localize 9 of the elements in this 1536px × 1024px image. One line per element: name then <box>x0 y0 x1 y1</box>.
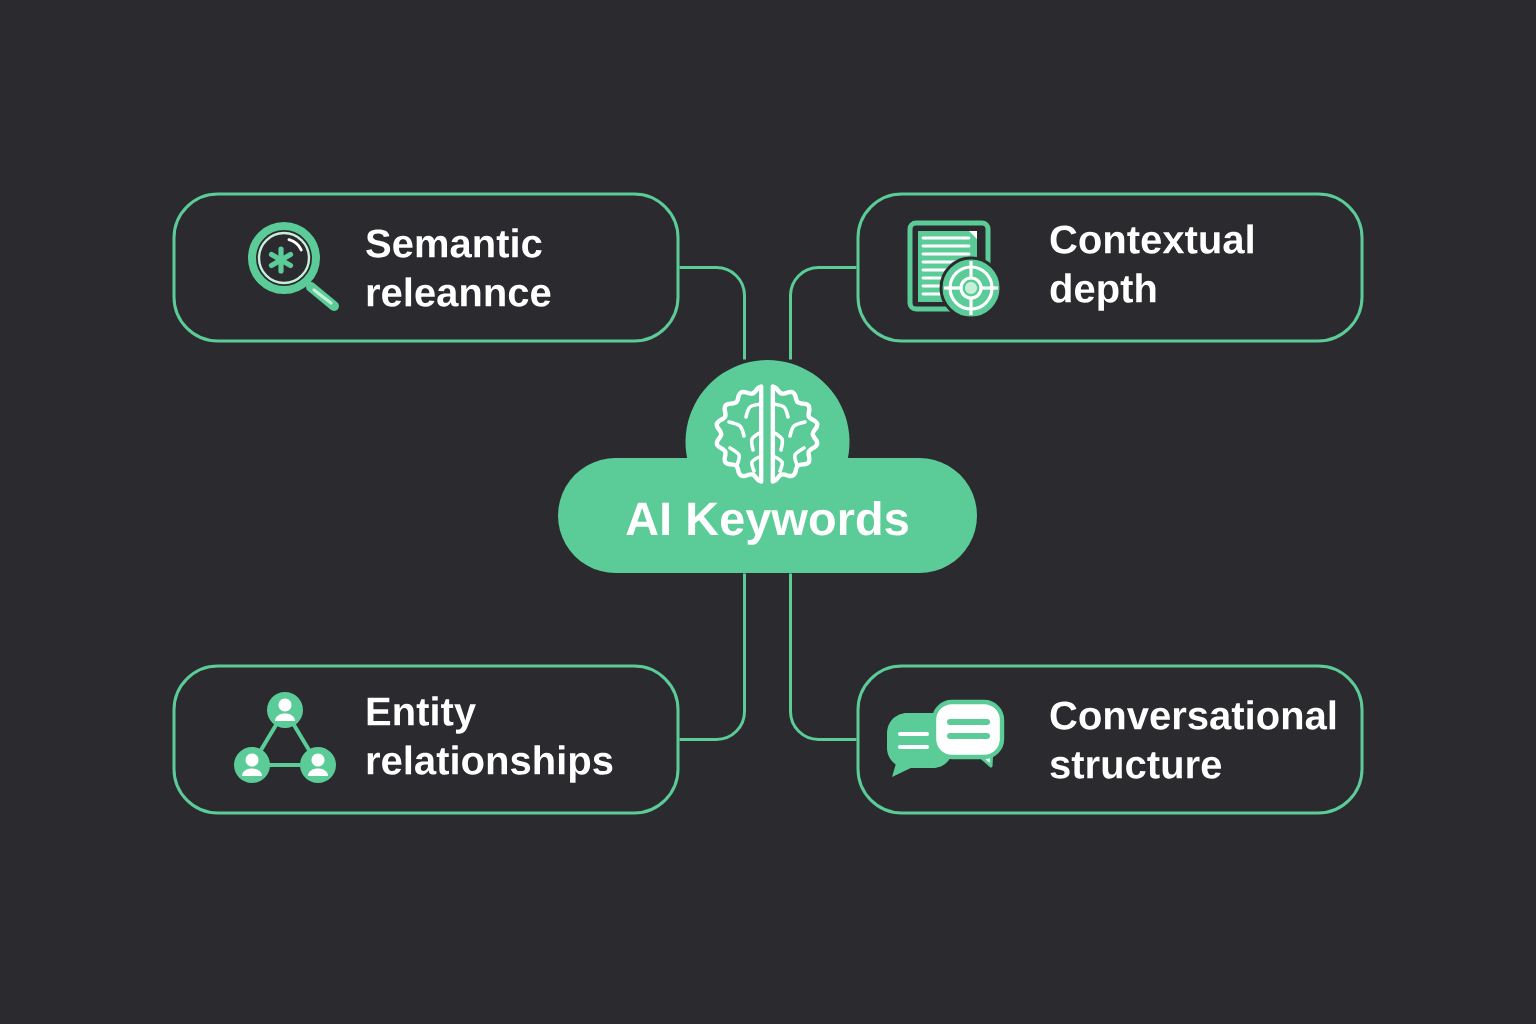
connector-line <box>789 266 857 360</box>
keyword-box: Semantic releannce <box>172 192 680 343</box>
connector-line <box>789 573 857 741</box>
connector-line <box>679 266 746 360</box>
keyword-box: Contextual depth <box>856 192 1364 343</box>
central-node: AI Keywords <box>558 360 977 573</box>
keyword-box: Entity relationships <box>172 664 680 815</box>
keyword-box: Conversational structure <box>856 664 1364 815</box>
connector-line <box>679 573 746 741</box>
